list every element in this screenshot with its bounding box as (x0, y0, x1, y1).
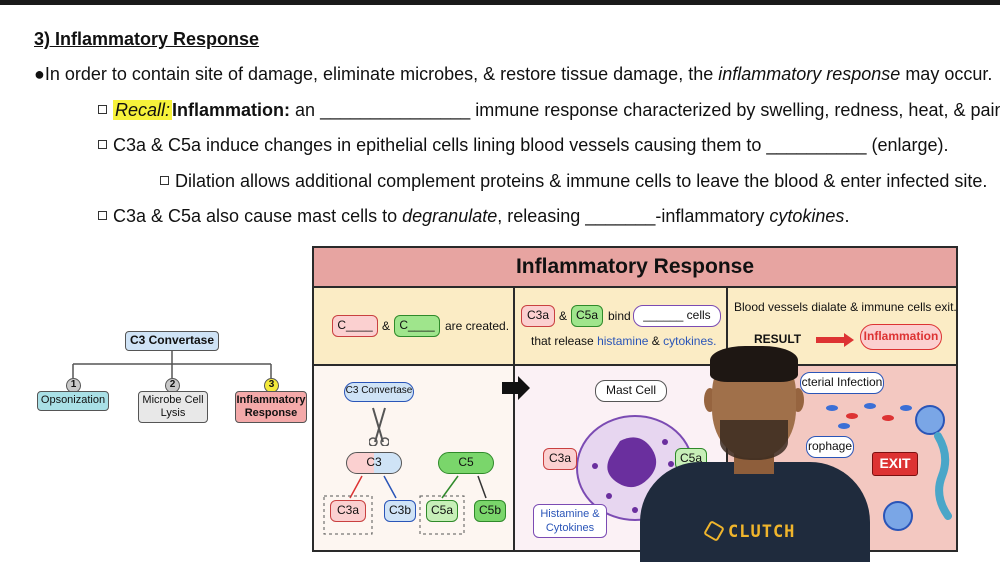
inflammation-badge: Inflammation (860, 324, 942, 350)
item-sub-dilation: Dilation allows additional complement pr… (160, 171, 987, 192)
c3b-product: C3b (384, 500, 416, 522)
mast-text-end: . (844, 206, 850, 226)
blank-c-green: C____ (394, 315, 440, 337)
c5-tag: C5 (438, 452, 494, 474)
top-bar (0, 0, 1000, 5)
exit-sign: EXIT (872, 452, 918, 476)
checkbox-icon (98, 211, 107, 220)
result-label: RESULT (754, 332, 802, 346)
dilate-text: C3a & C5a induce changes in epithelial c… (113, 135, 949, 155)
amp-3: & (651, 334, 660, 348)
histamine-text: histamine (597, 334, 649, 348)
macrophage-label: rophage (806, 436, 854, 458)
presenter-video: CLUTCH (640, 346, 870, 562)
tree-opsonization: Opsonization (37, 391, 109, 411)
result-arrow-icon (816, 333, 854, 347)
item-mast: C3a & C5a also cause mast cells to degra… (98, 206, 849, 227)
clutch-logo-text: CLUTCH (728, 522, 796, 542)
next-arrow-icon (502, 376, 530, 400)
bullet-text-end: may occur. (900, 64, 993, 84)
histamine-cytokines-box: Histamine & Cytokines (533, 504, 607, 538)
cell-icon (883, 501, 913, 531)
bullet-intro: ●In order to contain site of damage, eli… (34, 64, 992, 85)
cells-blank: ______ cells (633, 305, 721, 327)
item-recall: Recall:Inflammation: an _______________ … (98, 100, 1000, 121)
blank-c-red: C____ (332, 315, 378, 337)
checkbox-icon (98, 105, 107, 114)
scissors-icon (369, 407, 389, 446)
inflammation-term: Inflammation: (172, 100, 291, 120)
immune-cell-icon (934, 432, 952, 520)
figure-title: Inflammatory Response (314, 248, 956, 288)
cytokines-text: cytokines. (663, 334, 717, 348)
checkbox-icon (160, 176, 169, 185)
hexagon-icon (703, 520, 725, 542)
release-text: that release (531, 334, 594, 348)
bind-text: bind (608, 309, 631, 323)
presenter-beard (720, 420, 788, 460)
section-heading: 3) Inflammatory Response (34, 29, 260, 49)
panel-convertase-cleave: C3 Convertase C3 C5 C3a C3b C5a C5b (314, 366, 515, 550)
c3-convertase-tree: C3 Convertase 1 2 3 Opsonization Microbe… (34, 328, 314, 428)
recall-text: an _______________ immune response chara… (290, 100, 1000, 120)
c3-tag: C3 (346, 452, 402, 474)
mast-text: C3a & C5a also cause mast cells to (113, 206, 403, 226)
c5a-product: C5a (426, 500, 458, 522)
degranulate-term: degranulate (402, 206, 498, 226)
mast-c3a-tag: C3a (543, 448, 577, 470)
bullet-marker: ● (34, 64, 45, 84)
c5a-tag: C5a (571, 305, 603, 327)
inflammatory-response-figure: Inflammatory Response C____ & C____ are … (312, 246, 958, 552)
recall-highlight: Recall: (113, 100, 173, 120)
vessels-text: Blood vessels dialate & immune cells exi… (734, 300, 957, 314)
bullet-emphasis: inflammatory response (718, 64, 901, 84)
cytokines-term: cytokines (769, 206, 845, 226)
amp-2: & (559, 309, 568, 323)
cleave-arrows (323, 475, 487, 535)
presenter-shirt (640, 462, 870, 562)
release-line: that release histamine & cytokines. (531, 334, 716, 348)
checkbox-icon (98, 140, 107, 149)
mast-cell-label: Mast Cell (595, 380, 667, 402)
amp-1: & (382, 319, 391, 333)
c3a-product: C3a (330, 500, 366, 522)
clutch-logo: CLUTCH (703, 520, 796, 542)
tree-microbe-lysis: Microbe Cell Lysis (138, 391, 208, 423)
convertase-tag: C3 Convertase (344, 382, 414, 402)
mast-text-mid: , releasing _______-inflammatory (497, 206, 770, 226)
tree-inflammatory-response: Inflammatory Response (235, 391, 307, 423)
infection-label: cterial Infection (800, 372, 884, 394)
bullet-text: In order to contain site of damage, elim… (44, 64, 719, 84)
bacteria-icon (826, 403, 945, 435)
c3a-tag: C3a (521, 305, 555, 327)
tree-root: C3 Convertase (125, 331, 219, 351)
panel-created: C____ & C____ are created. (314, 288, 515, 366)
sub-text: Dilation allows additional complement pr… (175, 171, 988, 191)
presenter-hair (710, 346, 798, 382)
tree-connectors (72, 351, 272, 378)
created-text: are created. (445, 319, 510, 333)
panel-bind: C3a & C5a bind ______ cells that release… (515, 288, 728, 366)
item-dilate: C3a & C5a induce changes in epithelial c… (98, 135, 949, 156)
c5b-product: C5b (474, 500, 506, 522)
